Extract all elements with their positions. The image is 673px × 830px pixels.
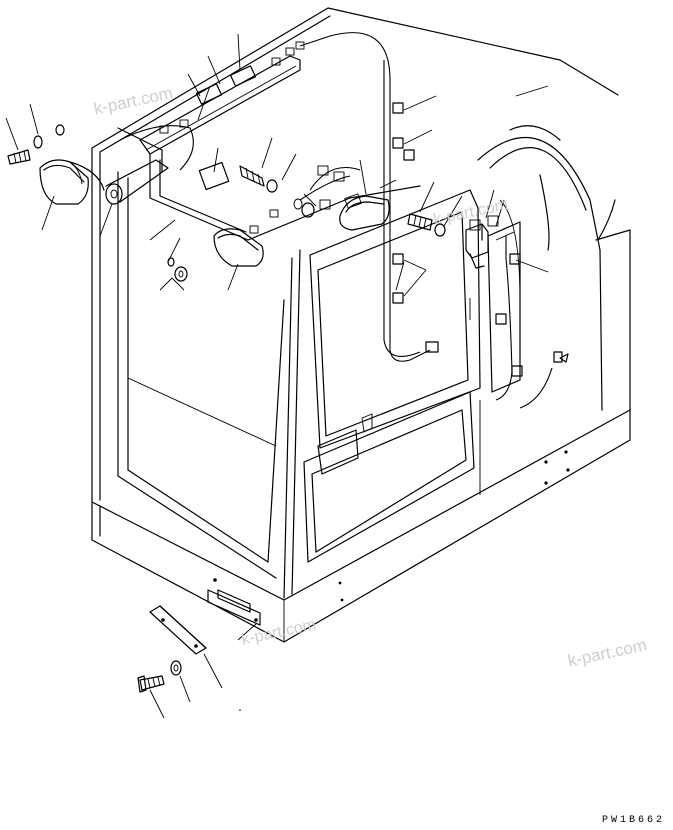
diagram-code: PW1B662: [601, 815, 665, 826]
bolt-left: [7, 124, 65, 165]
lamp-bracket-left: [105, 127, 169, 205]
roof-harness: [119, 32, 439, 362]
leader-lines: [5, 33, 549, 719]
relay-bracket: [465, 215, 499, 269]
cab-outline: [91, 7, 631, 643]
access-cover-plate: [149, 578, 261, 655]
work-lamp-right: [339, 193, 390, 231]
roof-connectors: [239, 165, 345, 218]
work-lamp-left: [39, 159, 105, 205]
small-washer-front: [167, 257, 188, 282]
bolt-right: [407, 213, 446, 237]
rear-harness: [495, 236, 569, 409]
work-lamp-center: [213, 228, 264, 267]
bolt-cover: [137, 660, 182, 693]
